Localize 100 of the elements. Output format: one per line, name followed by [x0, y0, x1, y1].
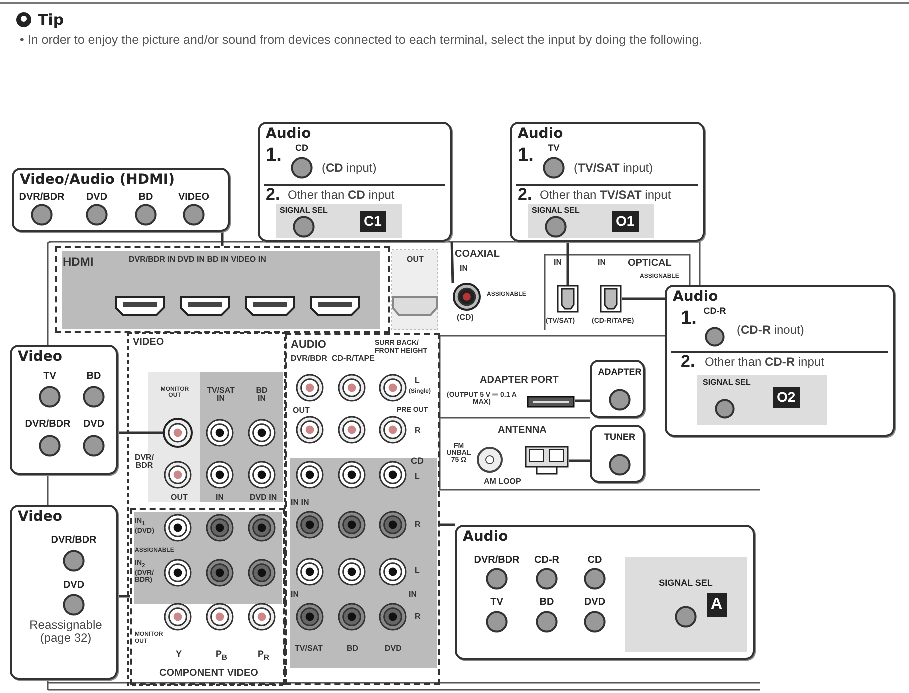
callout-title: Audio	[518, 127, 564, 142]
display-indicator: O1	[612, 211, 639, 232]
button-label: DVR/BDR	[19, 192, 65, 203]
button-label: SIGNAL SEL	[703, 379, 751, 388]
callout-box	[10, 505, 118, 680]
panel-label: COMPONENT VIDEO	[160, 668, 258, 679]
panel-label: DVR/ BDR	[134, 454, 156, 470]
panel-label: IN	[409, 591, 417, 600]
button-label: SIGNAL SEL	[280, 207, 328, 216]
panel-label: R	[415, 521, 421, 530]
panel-label: R	[415, 427, 421, 436]
instruction-text: (TV/SAT input)	[574, 162, 654, 176]
callout-box	[12, 168, 230, 232]
panel-label: L	[415, 377, 420, 386]
dashed-outline	[130, 508, 285, 685]
callout-box	[590, 360, 645, 418]
button-label: CD	[588, 555, 602, 566]
coaxial-jack-icon	[453, 283, 481, 311]
display-indicator: O2	[773, 387, 800, 408]
panel-label: (CD)	[457, 314, 474, 322]
panel-label: DVR/BDR IN DVD IN BD IN VIDEO IN	[129, 256, 266, 265]
panel-label: OUT	[407, 256, 424, 264]
panel-label: Y	[176, 650, 182, 660]
heading: Tip	[38, 11, 64, 29]
dashed-outline	[55, 246, 390, 333]
panel-label: COAXIAL	[455, 250, 500, 260]
usb-port-icon	[527, 395, 575, 407]
button-label: TUNER	[604, 433, 636, 443]
step-number: 2.	[681, 353, 696, 372]
panel-label: P$_{R}$	[258, 650, 270, 662]
button-label: CD-R	[534, 555, 560, 566]
instruction-text: (CD-R inout)	[737, 324, 804, 338]
callout-box	[665, 285, 895, 437]
button-label: TV	[490, 597, 504, 608]
display-indicator: A	[707, 593, 727, 617]
rca-jack-icon	[163, 418, 193, 448]
button-label: BD	[540, 597, 554, 608]
panel-label: VIDEO	[133, 338, 164, 348]
panel-label: DVR/BDR	[291, 355, 328, 364]
panel-label: TV/SAT	[295, 645, 323, 654]
button-label: DVD	[86, 192, 108, 203]
panel-label: CD	[411, 457, 424, 467]
step-number: 2.	[266, 186, 280, 205]
button-label: DVD	[584, 597, 606, 608]
panel-label: ADAPTER PORT	[480, 376, 559, 386]
panel-label: L	[415, 567, 420, 576]
panel-label: IN	[554, 259, 562, 267]
button-label: TV	[44, 371, 56, 382]
display-indicator: C1	[360, 211, 386, 232]
button-label: DVR/BDR	[474, 555, 520, 566]
panel-label: IN IN	[291, 499, 310, 508]
button-label: VIDEO	[178, 192, 210, 203]
button-label: DVR/BDR	[51, 535, 97, 546]
optical-jack-icon	[557, 285, 579, 313]
instruction-text: Other than CD-R input	[705, 356, 824, 370]
callout-title: Video/Audio (HDMI)	[20, 173, 176, 188]
button-label: DVD	[63, 580, 85, 591]
instruction-text: Other than CD input	[288, 189, 395, 202]
panel-label: AUDIO	[291, 339, 326, 352]
panel-label: CD-R/TAPE	[332, 355, 375, 364]
panel-label: OPTICAL	[628, 259, 672, 269]
instruction-text: (CD input)	[322, 162, 377, 176]
panel-label: OUT	[293, 407, 310, 416]
callout-title: Video	[18, 510, 63, 526]
callout-box	[590, 425, 645, 483]
panel-label: OUT	[171, 494, 188, 502]
callout-title: Video	[18, 350, 63, 366]
panel-label: IN	[216, 494, 224, 502]
panel-label: BD IN	[255, 387, 269, 403]
button-label: BD	[138, 192, 154, 203]
panel-label: ANTENNA	[498, 426, 547, 436]
panel-label: IN	[291, 591, 299, 600]
panel-label: HDMI	[63, 256, 94, 270]
panel-label: AM LOOP	[484, 478, 522, 486]
optical-jack-icon	[600, 285, 622, 313]
panel-label: TV/SAT IN	[206, 387, 236, 403]
step-number: 1.	[681, 309, 697, 330]
button-label: CD	[296, 144, 308, 154]
button-label: ADAPTER	[598, 368, 642, 378]
dashed-outline	[285, 333, 440, 685]
panel-label: DVD IN	[250, 494, 278, 502]
panel-label: BD	[347, 645, 359, 654]
panel-label: L	[415, 473, 420, 482]
panel-label: IN	[598, 259, 606, 267]
callout-box	[10, 345, 118, 475]
tip-text: • In order to enjoy the picture and/or sound from devices connected to each terminal, select the input by doing the following.	[20, 32, 704, 49]
panel-label: P$_{B}$	[216, 650, 228, 662]
step-number: 1.	[518, 146, 534, 167]
callout-title: Audio	[266, 127, 312, 142]
antenna-terminal-icon	[525, 446, 569, 476]
button-label: BD	[86, 371, 102, 382]
panel-label: DVD	[385, 645, 402, 654]
callout-title: Audio	[463, 530, 508, 546]
button-label: DVR/BDR	[25, 419, 71, 430]
instruction-text: Other than TV/SAT input	[540, 189, 672, 202]
callout-box	[510, 122, 705, 242]
button-label: CD-R	[704, 307, 726, 317]
callout-title: Audio	[673, 290, 718, 306]
step-number: 1.	[266, 146, 282, 167]
button-label: SIGNAL SEL	[659, 579, 713, 589]
